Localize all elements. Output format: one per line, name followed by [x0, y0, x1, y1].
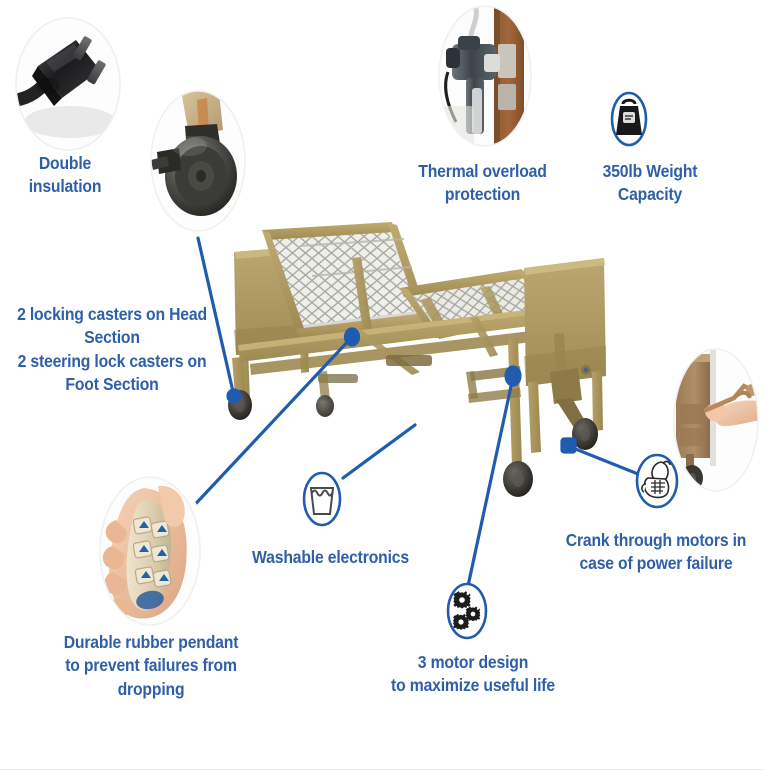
hand-pendant-photo [92, 472, 208, 630]
caption-locking-casters: 2 locking casters on Head Section 2 stee… [17, 304, 207, 394]
weight-scale-icon [606, 88, 652, 150]
caption-double-insulation: Double insulation [28, 153, 102, 197]
pendant-connector [171, 327, 361, 530]
motor-connector [466, 365, 522, 588]
caption-three-motor-design: 3 motor design to maximize useful life [391, 652, 555, 696]
caster-connector [196, 236, 242, 404]
hand-crank-icon [630, 450, 684, 512]
caption-weight-capacity: 350lb Weight Capacity [602, 161, 698, 205]
caption-thermal-overload: Thermal overload protection [418, 161, 547, 205]
caption-washable-electronics: Washable electronics [252, 547, 409, 567]
washable-connector [341, 423, 417, 480]
wash-tub-icon [298, 468, 346, 530]
motor-assembly-photo [432, 2, 538, 150]
caption-crank-through-motors: Crank through motors in case of power fa… [565, 530, 747, 574]
caster-wheel-photo [145, 86, 251, 236]
caption-durable-pendant: Durable rubber pendant to prevent failur… [63, 632, 239, 699]
hand-crank-photo [668, 346, 764, 494]
gears-icon [441, 578, 493, 644]
crank-connector [560, 437, 640, 476]
power-plug-photo [8, 14, 128, 154]
bed-main-frame [238, 306, 562, 383]
